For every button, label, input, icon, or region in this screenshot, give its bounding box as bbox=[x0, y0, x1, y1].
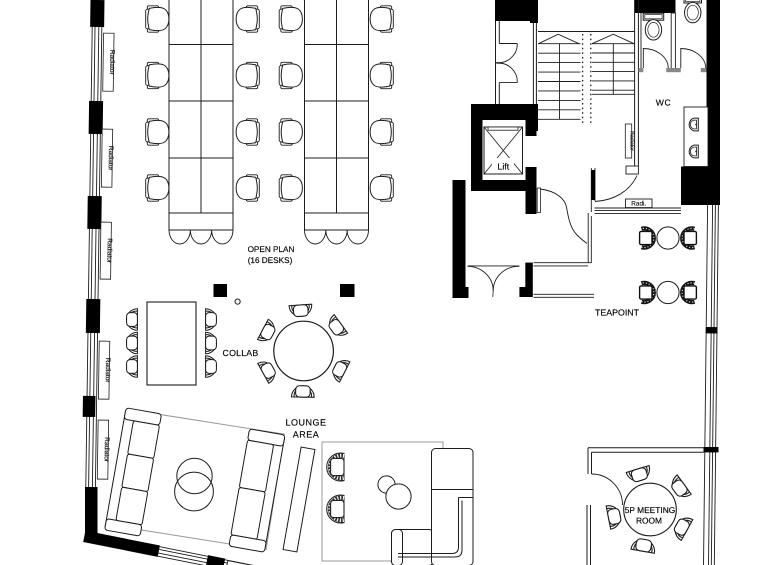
svg-text:Radiator: Radiator bbox=[103, 437, 110, 463]
svg-text:COLLAB: COLLAB bbox=[223, 348, 259, 358]
svg-text:Radiator: Radiator bbox=[628, 131, 634, 151]
svg-text:Radiator: Radiator bbox=[105, 238, 112, 264]
svg-text:ROOM: ROOM bbox=[636, 516, 662, 526]
svg-text:OPEN PLAN: OPEN PLAN bbox=[248, 245, 295, 254]
svg-text:Radiator: Radiator bbox=[104, 358, 111, 384]
svg-text:Radiator: Radiator bbox=[107, 146, 114, 172]
svg-text:Radi.: Radi. bbox=[631, 201, 646, 208]
svg-text:TEAPOINT: TEAPOINT bbox=[595, 308, 640, 318]
svg-text:(16 DESKS): (16 DESKS) bbox=[248, 256, 293, 265]
svg-text:5P MEETING: 5P MEETING bbox=[625, 505, 676, 515]
svg-text:AREA: AREA bbox=[293, 430, 320, 440]
svg-text:LOUNGE: LOUNGE bbox=[285, 418, 326, 428]
svg-text:WC: WC bbox=[656, 98, 672, 108]
svg-text:Lift: Lift bbox=[497, 162, 509, 172]
svg-text:Radiator: Radiator bbox=[108, 50, 115, 76]
